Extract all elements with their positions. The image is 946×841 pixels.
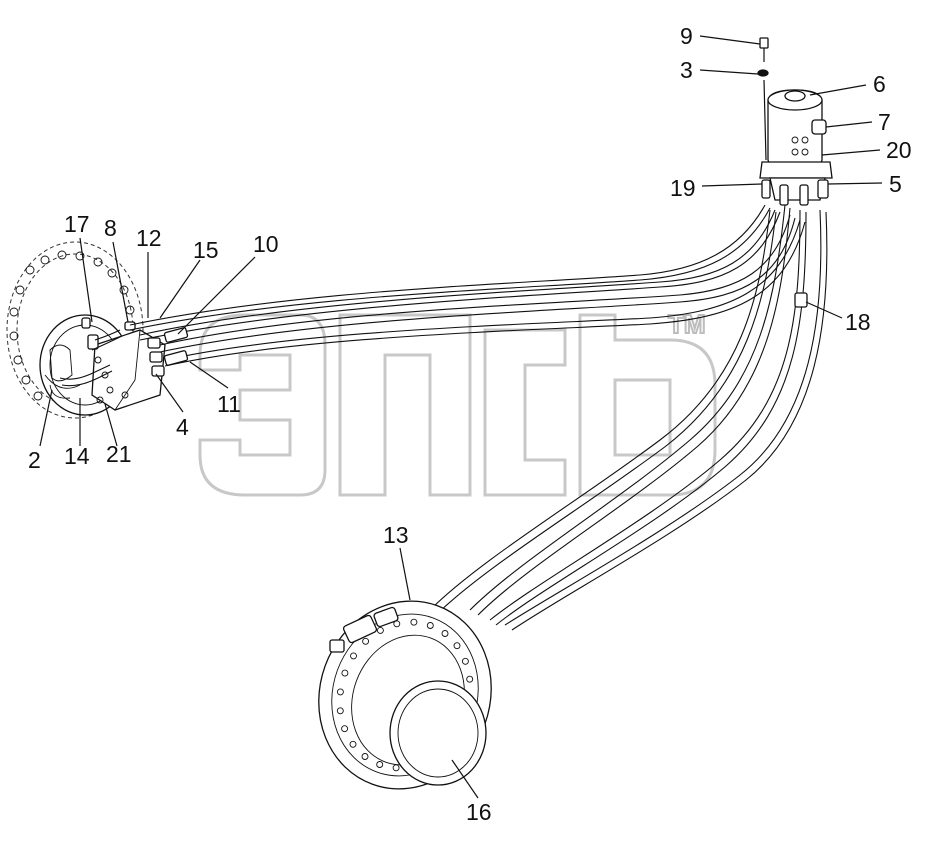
callout-3: 3: [680, 57, 693, 83]
callout-9: 9: [680, 23, 693, 49]
callout-15: 15: [193, 237, 219, 263]
hub-bolt: [426, 622, 434, 629]
callout-10: 10: [253, 231, 279, 257]
hub-bolt: [466, 675, 474, 683]
callout-17: 17: [64, 211, 90, 237]
left-wheel-assembly: [6, 241, 166, 419]
callout-19: 19: [670, 175, 696, 201]
hub-bolt: [336, 688, 344, 696]
hub-bolt: [362, 637, 370, 645]
callout-5: 5: [889, 171, 902, 197]
hose-bundle-upper: [129, 204, 806, 367]
hose-bundle-lower: [429, 204, 828, 631]
lower-wheel-hub: [318, 600, 492, 790]
callout-6: 6: [873, 71, 886, 97]
hub-bolt: [410, 618, 418, 626]
callout-16: 16: [466, 799, 492, 825]
callout-2: 2: [28, 447, 41, 473]
callout-18: 18: [845, 309, 871, 335]
swivel-joint-assembly: [757, 37, 833, 206]
hub-bolt: [461, 657, 469, 665]
callout-13: 13: [383, 522, 409, 548]
hub-bolt: [361, 753, 369, 760]
hub-bolt: [336, 707, 344, 715]
hub-bolt: [341, 725, 349, 733]
callout-12: 12: [136, 225, 162, 251]
leader-lines: [39, 35, 883, 799]
hub-bolt: [349, 740, 357, 748]
callout-21: 21: [106, 441, 132, 467]
hub-bolt: [453, 642, 461, 650]
callout-7: 7: [878, 109, 891, 135]
hub-bolt: [441, 630, 449, 637]
hub-bolt: [350, 652, 357, 660]
hub-bolt: [341, 669, 349, 677]
callout-4: 4: [176, 414, 189, 440]
callout-14: 14: [64, 443, 90, 469]
callout-labels: 9 3 6 7 20 5 19 18 17 8 12 15 10 11 4 2 …: [28, 23, 912, 825]
hub-bolt: [376, 761, 384, 768]
callout-11: 11: [217, 391, 241, 417]
hub-bolt: [392, 764, 400, 772]
callout-8: 8: [104, 215, 117, 241]
hub-bolt: [376, 626, 384, 634]
callout-20: 20: [886, 137, 912, 163]
